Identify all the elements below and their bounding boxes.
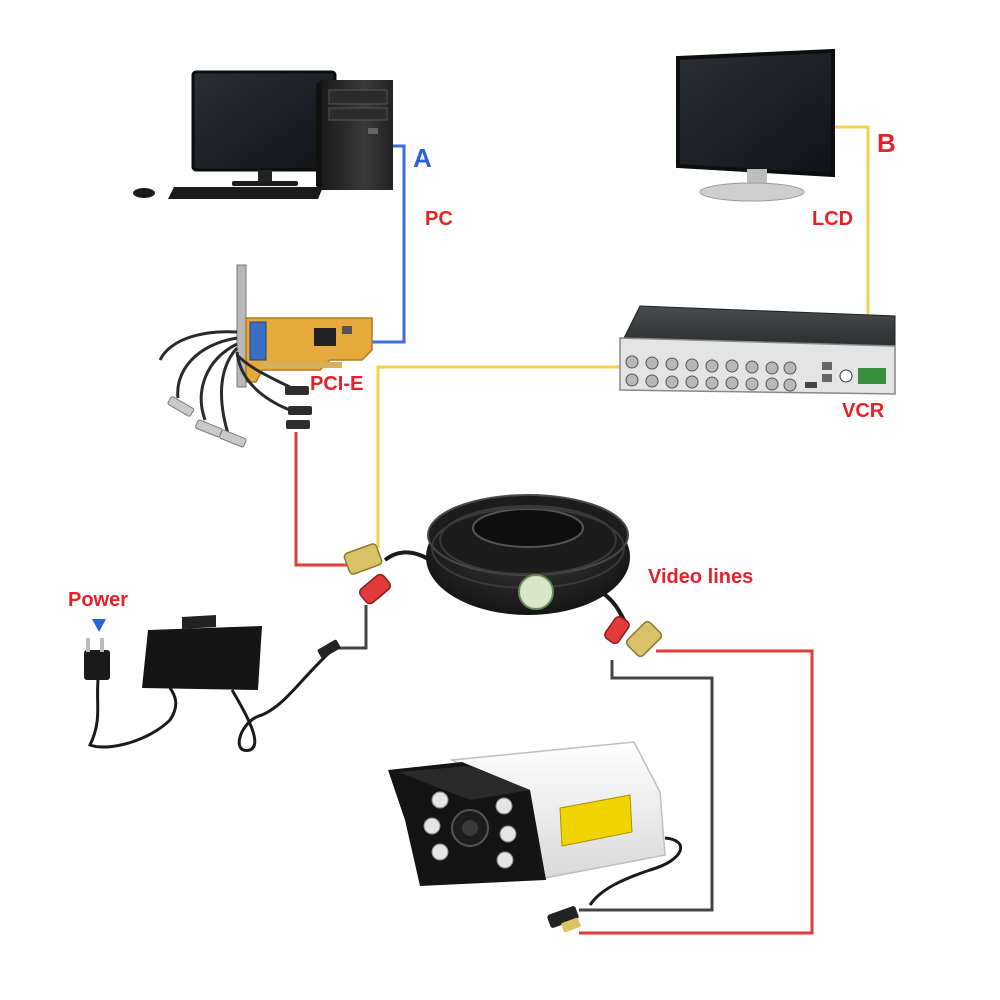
label-vcr: VCR <box>842 400 885 422</box>
keyboard-icon <box>168 187 323 199</box>
desktop-pc <box>133 70 393 199</box>
label-lcd: LCD <box>812 208 854 230</box>
camera-power-line <box>579 660 714 912</box>
capture-link-line <box>294 432 350 567</box>
camera-video-line <box>579 649 814 935</box>
lcd-screen-icon <box>676 48 835 178</box>
vcr-unit <box>619 305 896 395</box>
reel-label-icon <box>518 574 554 610</box>
adapter-box-icon <box>142 626 262 690</box>
ac-plug-icon <box>84 638 110 680</box>
mouse-icon <box>133 188 155 198</box>
label-a: A <box>413 143 432 173</box>
label-power: Power <box>68 589 129 611</box>
bullet-camera <box>388 741 683 933</box>
label-video-lines: Video lines <box>648 566 754 588</box>
camera-brand-plate-icon <box>559 794 633 847</box>
lcd-monitor <box>676 48 835 202</box>
video-cable-reel <box>343 494 663 658</box>
power-adapter <box>84 615 341 752</box>
video-link-line <box>376 365 626 548</box>
power-feed-line <box>330 605 368 650</box>
label-pcie: PCI-E <box>310 373 364 395</box>
pc-monitor-icon <box>191 70 337 172</box>
pc-link-line <box>368 144 406 344</box>
label-pc: PC <box>425 208 453 230</box>
label-b: B <box>877 128 896 158</box>
bnc-connector-icon <box>343 543 383 575</box>
rca-connector-icon <box>359 573 391 605</box>
power-down-arrow-icon <box>92 619 106 632</box>
capture-card <box>158 264 373 448</box>
